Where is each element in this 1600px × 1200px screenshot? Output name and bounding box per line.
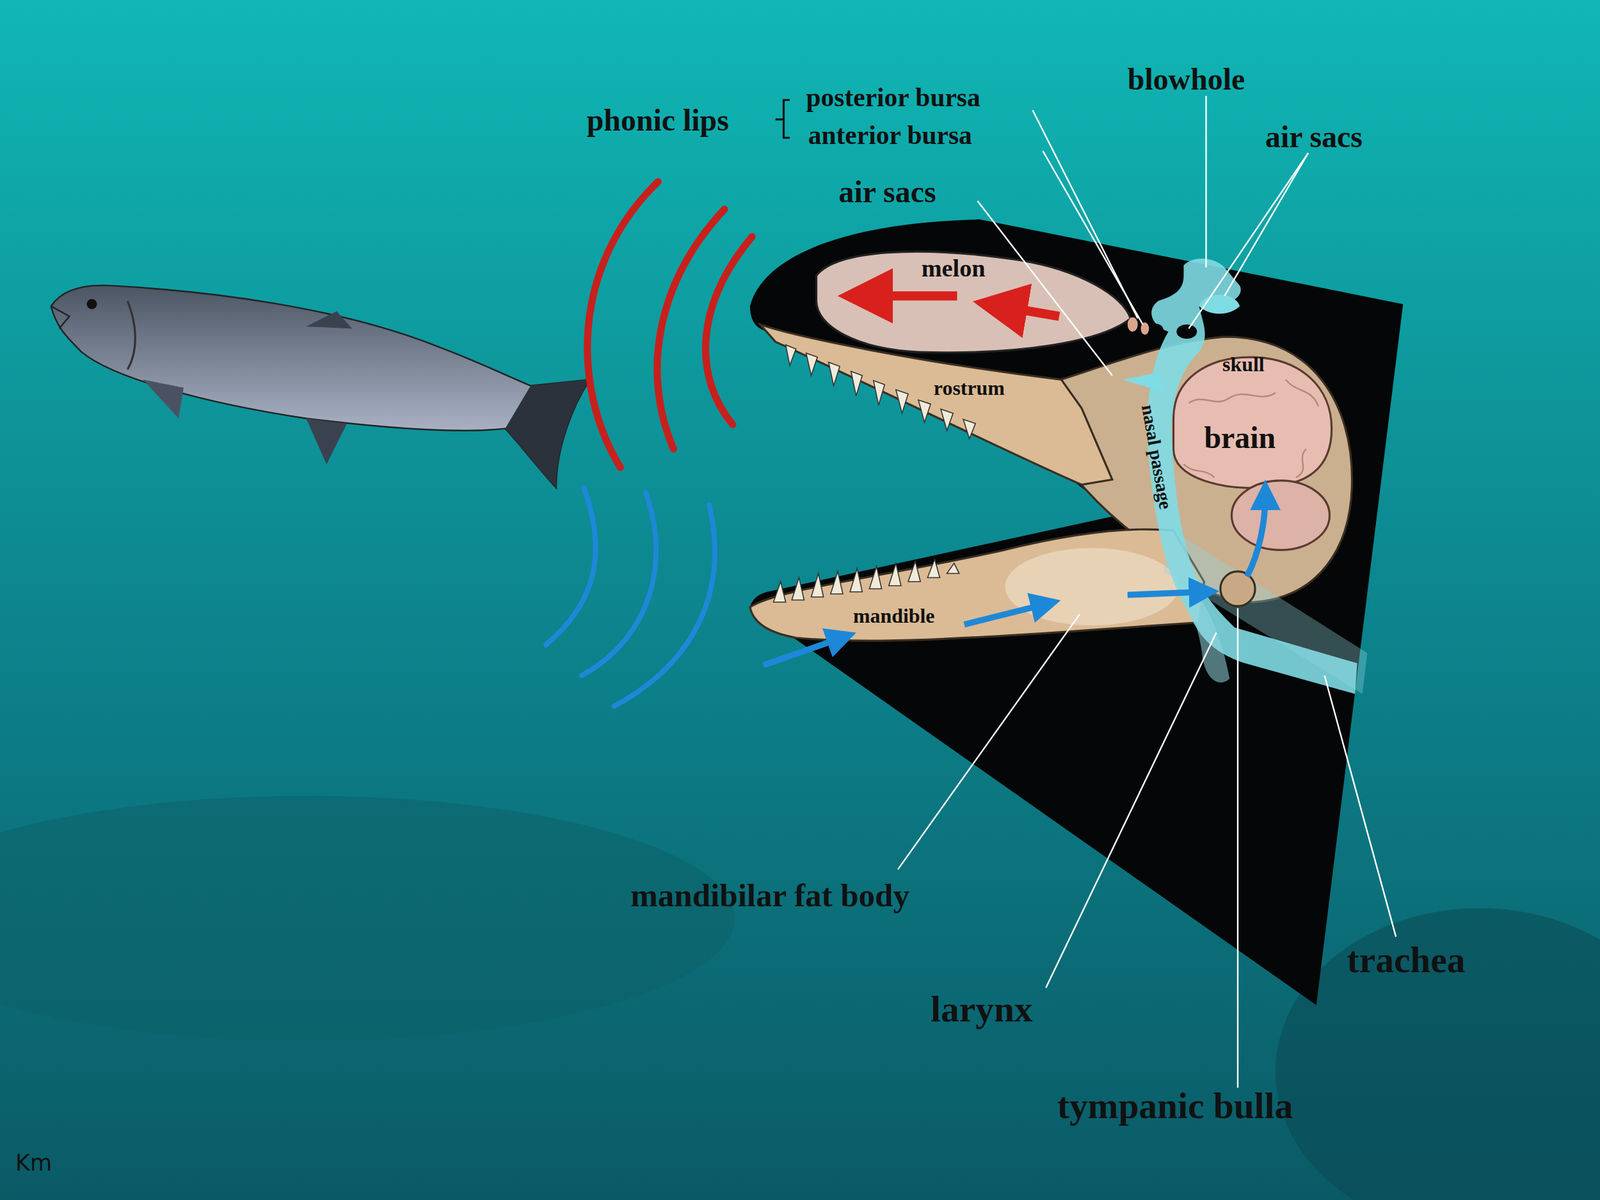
part-label: air sacs [1265,119,1363,153]
part-label: posterior bursa [806,83,981,113]
brain [1173,357,1332,488]
trachea [1163,530,1368,694]
part-label: blowhole [1127,61,1245,96]
part-label: brain [1203,419,1276,454]
part-label: trachea [1347,940,1466,982]
part-label: skull [1222,353,1265,376]
sound-waves [545,181,752,707]
part-label: larynx [930,990,1033,1031]
rostrum [760,324,1113,485]
signature: Km [15,1150,52,1176]
part-label: tympanic bulla [1057,1086,1293,1128]
part-label: melon [921,255,986,283]
part-label: anterior bursa [808,120,973,151]
part-label: mandibilar fat body [630,876,910,913]
mandible [750,529,1205,641]
leader-lines [897,96,1396,1088]
fish [51,285,591,488]
part-label: rostrum [933,376,1005,399]
part-label: air sacs [839,174,937,208]
mandibular-fat-body [1004,547,1179,626]
part-label: phonic lips [586,102,729,137]
part-label: mandible [853,604,936,627]
